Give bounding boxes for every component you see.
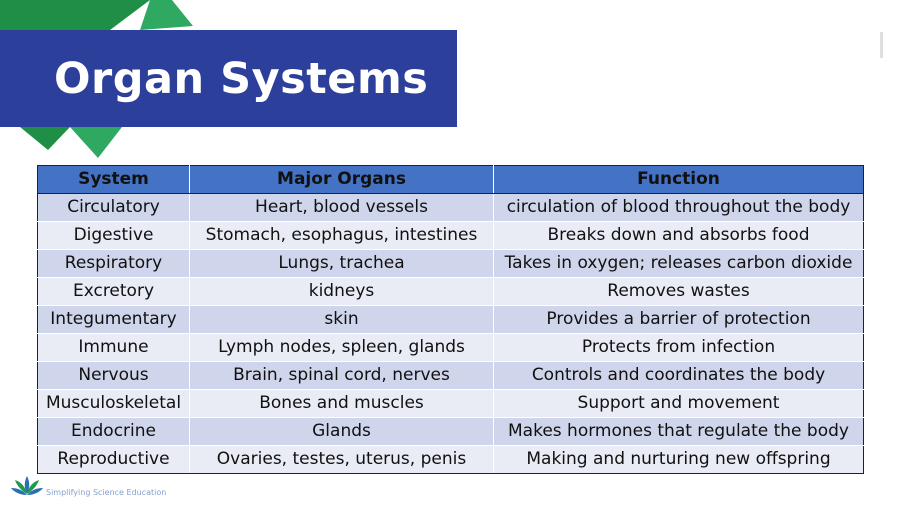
cell-system: Nervous [37,361,190,390]
table-row: Respiratory Lungs, trachea Takes in oxyg… [37,249,864,278]
header-function: Function [493,165,864,194]
cell-organs: Lungs, trachea [189,249,494,278]
cell-function: Removes wastes [493,277,864,306]
lotus-logo-icon [11,476,43,495]
cell-system: Immune [37,333,190,362]
cell-system: Excretory [37,277,190,306]
table-row: Reproductive Ovaries, testes, uterus, pe… [37,445,864,474]
table-row: Excretory kidneys Removes wastes [37,277,864,306]
table-row: Integumentary skin Provides a barrier of… [37,305,864,334]
cell-organs: Stomach, esophagus, intestines [189,221,494,250]
slide-title: Organ Systems [54,53,429,104]
cell-organs: Lymph nodes, spleen, glands [189,333,494,362]
table-row: Immune Lymph nodes, spleen, glands Prote… [37,333,864,362]
cell-function: Support and movement [493,389,864,418]
title-band: Organ Systems [0,30,457,127]
cell-system: Circulatory [37,193,190,222]
cell-system: Reproductive [37,445,190,474]
cell-function: Takes in oxygen; releases carbon dioxide [493,249,864,278]
table-row: Endocrine Glands Makes hormones that reg… [37,417,864,446]
cell-function: Making and nurturing new offspring [493,445,864,474]
cell-organs: Heart, blood vessels [189,193,494,222]
cell-function: Breaks down and absorbs food [493,221,864,250]
table-row: Musculoskeletal Bones and muscles Suppor… [37,389,864,418]
cell-organs: Brain, spinal cord, nerves [189,361,494,390]
green-chevron-decoration [0,0,193,158]
cell-function: Protects from infection [493,333,864,362]
logo-tagline: Simplifying Science Education [46,488,167,497]
table-row: Circulatory Heart, blood vessels circula… [37,193,864,222]
cell-system: Digestive [37,221,190,250]
cell-organs: kidneys [189,277,494,306]
table-header-row: System Major Organs Function [37,165,864,194]
cell-function: circulation of blood throughout the body [493,193,864,222]
cell-organs: Bones and muscles [189,389,494,418]
header-system: System [37,165,190,194]
cell-function: Provides a barrier of protection [493,305,864,334]
cell-system: Musculoskeletal [37,389,190,418]
cell-organs: Ovaries, testes, uterus, penis [189,445,494,474]
cell-organs: skin [189,305,494,334]
cell-system: Respiratory [37,249,190,278]
vertical-watermark [880,32,883,58]
table-row: Nervous Brain, spinal cord, nerves Contr… [37,361,864,390]
cell-function: Makes hormones that regulate the body [493,417,864,446]
cell-function: Controls and coordinates the body [493,361,864,390]
table-row: Digestive Stomach, esophagus, intestines… [37,221,864,250]
cell-organs: Glands [189,417,494,446]
cell-system: Endocrine [37,417,190,446]
organ-systems-table: System Major Organs Function Circulatory… [37,165,864,474]
header-major-organs: Major Organs [189,165,494,194]
cell-system: Integumentary [37,305,190,334]
